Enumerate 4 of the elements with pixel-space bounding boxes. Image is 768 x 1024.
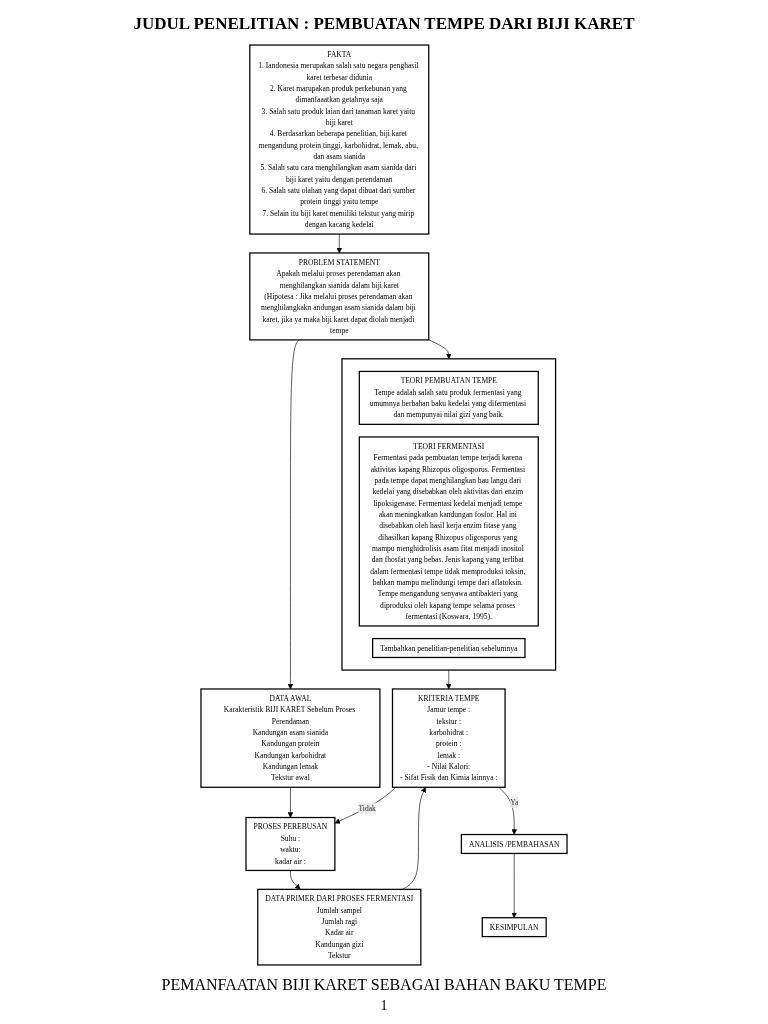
caption: PEMANFAATAN BIJI KARET SEBAGAI BAHAN BAKU TEMPE (161, 976, 607, 994)
diagram-title: JUDUL PENELITIAN : PEMBUATAN TEMPE DARI BIJI KARET (133, 14, 635, 34)
cluster (341, 358, 557, 671)
page-number: 1 (380, 998, 388, 1014)
